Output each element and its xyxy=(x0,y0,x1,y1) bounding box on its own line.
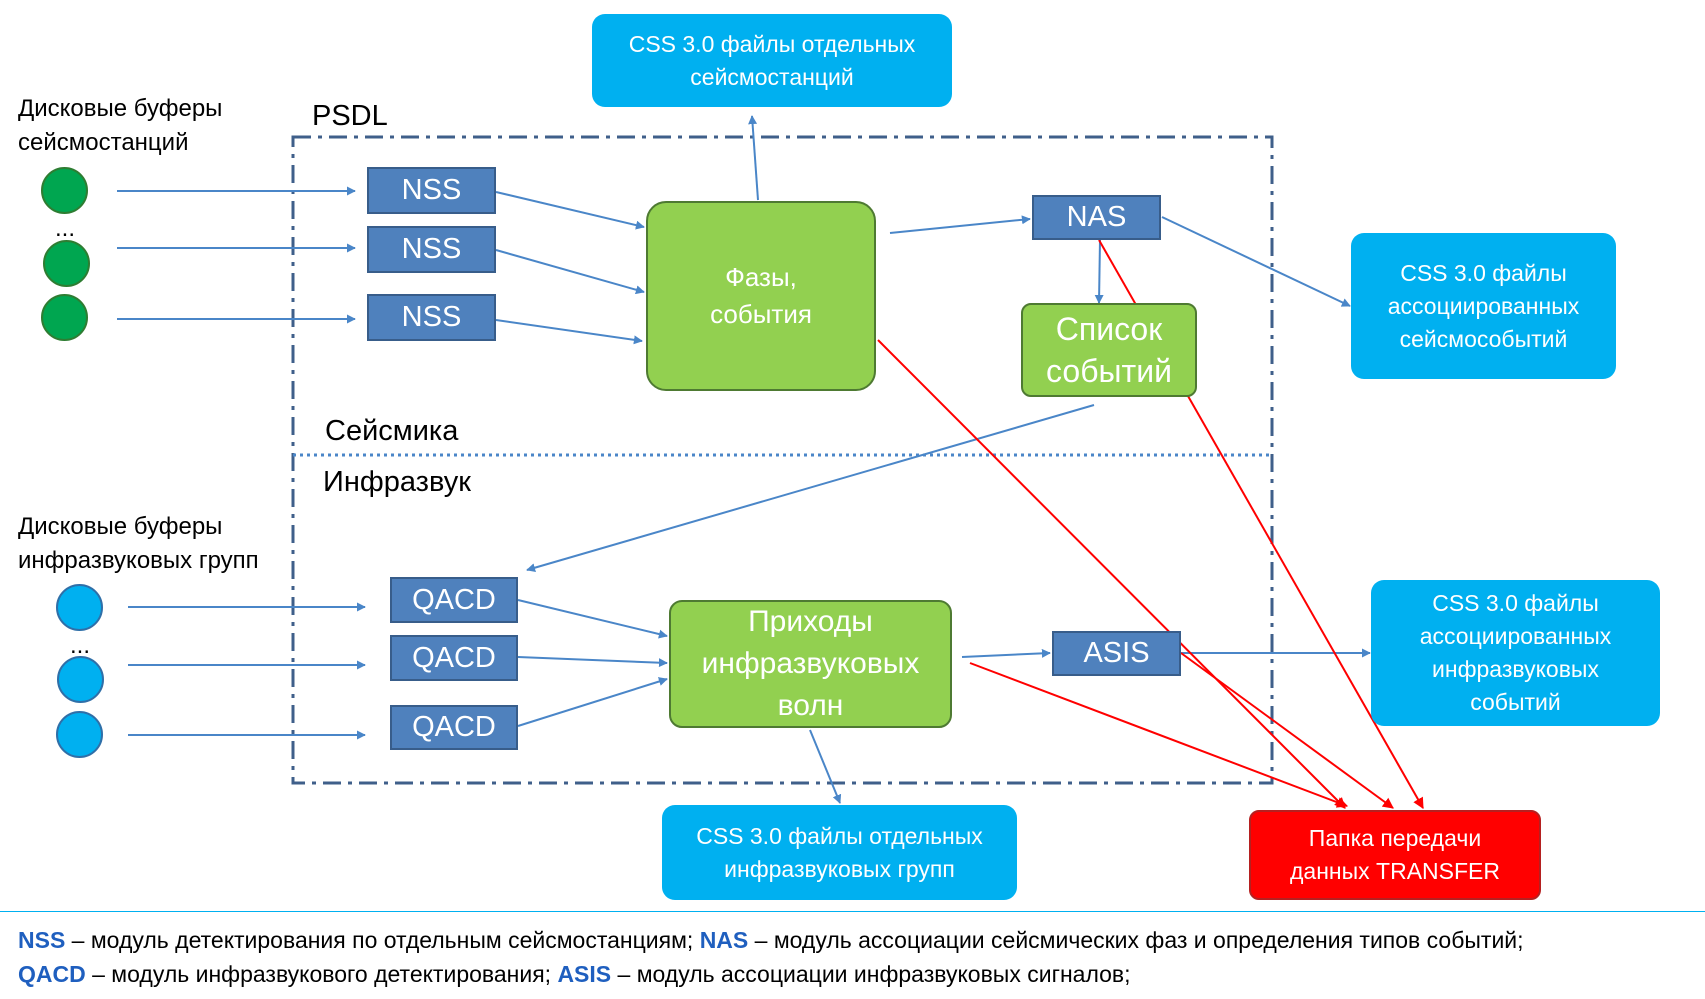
red-arrow-asis-transfer xyxy=(1180,652,1394,809)
arrow-event-list-qacd xyxy=(526,404,1095,573)
arrow-qacd-arrivals-1 xyxy=(517,599,668,639)
css-seismic-events-box[interactable]: CSS 3.0 файлы ассоциированных сейсмособы… xyxy=(1351,233,1616,379)
qacd-module[interactable]: QACD xyxy=(390,577,518,623)
infrasound-label: Инфразвук xyxy=(323,466,471,498)
infrasound-group-icon xyxy=(57,656,104,703)
legend-term-asis: ASIS xyxy=(557,961,612,987)
legend-divider xyxy=(0,911,1705,912)
red-arrow-phases-transfer xyxy=(877,339,1346,809)
legend-term-qacd: QACD xyxy=(18,961,86,987)
seismic-ellipsis: ... xyxy=(55,215,76,242)
arrow-phases-nas xyxy=(889,215,1031,234)
arrow-nss-phases-2 xyxy=(495,249,645,295)
seismic-buffers-label: Дисковые буферы сейсмостанций xyxy=(18,95,223,156)
qacd-module[interactable]: QACD xyxy=(390,635,518,681)
infra-ellipsis: ... xyxy=(70,632,91,659)
legend-term-nas: NAS xyxy=(699,927,749,953)
css-infrasound-groups-box[interactable]: CSS 3.0 файлы отдельных инфразвуковых гр… xyxy=(662,805,1017,900)
seismic-label: Сейсмика xyxy=(325,415,459,447)
arrow-nas-css-events xyxy=(1161,216,1351,307)
arrow-arrivals-asis xyxy=(961,648,1051,658)
css-station-files-box[interactable]: CSS 3.0 файлы отдельных сейсмостанций xyxy=(592,14,952,107)
psdl-label: PSDL xyxy=(312,100,388,132)
infrasound-arrivals-box[interactable]: Приходы инфразвуковых волн xyxy=(669,600,952,728)
arrow-phases-css-station xyxy=(748,115,759,201)
infra-buffers-label: Дисковые буферы инфразвуковых групп xyxy=(18,513,259,574)
asis-module[interactable]: ASIS xyxy=(1052,631,1181,676)
qacd-module[interactable]: QACD xyxy=(390,705,518,750)
arrow-arrivals-css-groups xyxy=(809,729,842,804)
seismic-station-icon xyxy=(41,294,88,341)
nss-module[interactable]: NSS xyxy=(367,226,496,273)
nss-module[interactable]: NSS xyxy=(367,294,496,341)
arrow-nss-phases-1 xyxy=(495,191,645,230)
css-infrasound-events-box[interactable]: CSS 3.0 файлы ассоциированных инфразвуко… xyxy=(1371,580,1660,726)
legend-term-nss: NSS xyxy=(18,927,66,953)
event-list-box[interactable]: Список событий xyxy=(1021,303,1197,397)
infrasound-group-icon xyxy=(56,584,103,631)
arrow-nss-phases-3 xyxy=(495,319,643,345)
transfer-folder-box[interactable]: Папка передачи данных TRANSFER xyxy=(1249,810,1541,900)
arrow-qacd-arrivals-2 xyxy=(517,656,668,668)
infrasound-group-icon xyxy=(56,711,103,758)
nss-module[interactable]: NSS xyxy=(367,167,496,214)
seismic-station-icon xyxy=(43,240,90,287)
psdl-boundary xyxy=(291,135,1274,785)
phases-events-box[interactable]: Фазы, события xyxy=(646,201,876,391)
red-arrow-arrivals-transfer xyxy=(969,662,1349,808)
legend-line-1: NSS – модуль детектирования по отдельным… xyxy=(18,927,1524,953)
arrow-nas-event-list xyxy=(1094,239,1104,304)
nas-module[interactable]: NAS xyxy=(1032,195,1161,240)
seismic-station-icon xyxy=(41,167,88,214)
legend-line-2: QACD – модуль инфразвукового детектирова… xyxy=(18,961,1131,987)
arrow-qacd-arrivals-3 xyxy=(517,677,668,727)
